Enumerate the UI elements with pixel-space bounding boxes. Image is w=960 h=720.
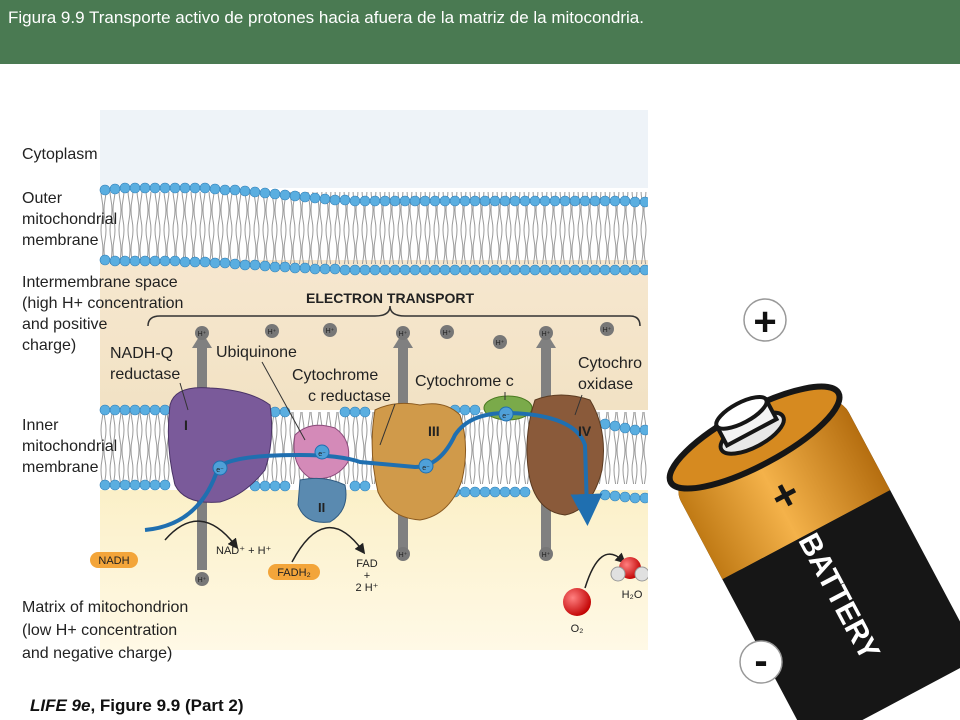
electron-transport-bracket	[147, 305, 641, 327]
proton-label: H⁺	[443, 330, 452, 337]
nadh-q-label-2: reductase	[110, 366, 180, 383]
nadh-label: NADH	[98, 555, 129, 567]
inner-membrane-label-3: membrane	[22, 459, 99, 476]
inner-membrane-label-2: mitochondrial	[22, 438, 117, 455]
protons	[195, 322, 614, 586]
complex-III-label: III	[428, 423, 440, 439]
matrix-area	[100, 490, 648, 650]
nad-label: NAD⁺ + H⁺	[216, 545, 272, 557]
proton-label: H⁺	[198, 577, 207, 584]
water-formation-arrow	[584, 552, 626, 589]
proton-label: H⁺	[603, 327, 612, 334]
positive-terminal-badge	[743, 298, 787, 342]
caption-rest: , Figure 9.9 (Part 2)	[90, 696, 244, 715]
outer-membrane	[99, 182, 651, 276]
electron-label: e⁻	[216, 467, 224, 474]
title-bar: Figura 9.9 Transporte activo de protones…	[0, 0, 960, 64]
nadh-q-leader	[179, 382, 189, 411]
complex-III	[371, 402, 467, 521]
caption-book: LIFE 9e	[30, 696, 91, 715]
o2-label: O₂	[571, 623, 584, 635]
fadh2-badge	[268, 564, 320, 580]
water-molecule	[610, 557, 650, 582]
fadh2-label: FADH₂	[277, 567, 311, 579]
figure-caption: LIFE 9e, Figure 9.9 (Part 2)	[30, 696, 244, 716]
intermembrane-label-4: charge)	[22, 337, 76, 354]
inner-membrane-label-1: Inner	[22, 417, 59, 434]
electron-label: e⁻	[318, 451, 326, 458]
negative-terminal-label: -	[754, 639, 767, 683]
electrons	[212, 406, 514, 476]
nadh-q-label-1: NADH-Q	[110, 345, 173, 362]
electron-label: e⁻	[502, 413, 510, 420]
electron-label: e⁻	[422, 465, 430, 472]
slide-title: Figura 9.9 Transporte activo de protones…	[8, 8, 644, 27]
outer-membrane-label-2: mitochondrial	[22, 211, 117, 228]
intermembrane-label-2: (high H+ concentration	[22, 295, 183, 312]
proton-label: H⁺	[268, 329, 277, 336]
figure-area: e⁻ e⁻ e⁻ e⁻ I II III IV H⁺ H⁺ H⁺ H⁺ H⁺ H…	[0, 100, 960, 720]
fad-label-3: 2 H⁺	[356, 582, 379, 594]
h2o-label: H₂O	[622, 589, 643, 601]
etc-diagram: e⁻ e⁻ e⁻ e⁻ I II III IV H⁺ H⁺ H⁺ H⁺ H⁺ H…	[22, 110, 960, 720]
battery-illustration: + BATTERY	[666, 383, 960, 720]
proton-label: H⁺	[198, 331, 207, 338]
matrix-label-2: (low H+ concentration	[22, 622, 177, 639]
complex-II-label: II	[318, 500, 325, 515]
positive-terminal-label: +	[753, 300, 776, 344]
ubiquinone-leader	[261, 361, 306, 441]
nadh-badge	[90, 552, 138, 568]
outer-membrane-label-1: Outer	[22, 190, 63, 207]
cyt-c-reductase-label-2: c reductase	[308, 388, 391, 405]
complex-I	[167, 387, 273, 503]
proton-label: H⁺	[496, 340, 505, 347]
complex-II	[297, 477, 347, 523]
cytoplasm-label: Cytoplasm	[22, 146, 98, 163]
complex-I-label: I	[184, 417, 188, 433]
intermembrane-label-1: Intermembrane space	[22, 274, 178, 291]
matrix-label-3: and negative charge)	[22, 645, 172, 662]
matrix-label-1: Matrix of mitochondrion	[22, 599, 188, 616]
cyt-oxidase-leader	[574, 394, 583, 416]
cyt-oxidase-label-2: oxidase	[578, 376, 633, 393]
negative-terminal-badge	[739, 640, 783, 684]
cytochrome-c-label: Cytochrome c	[415, 373, 514, 390]
cytoplasm-area	[100, 110, 648, 188]
proton-label: H⁺	[399, 552, 408, 559]
cyt-oxidase-label-1: Cytochro	[578, 355, 642, 372]
intermembrane-label-3: and positive	[22, 316, 107, 333]
electron-transport-banner: ELECTRON TRANSPORT	[306, 290, 474, 306]
proton-label: H⁺	[542, 552, 551, 559]
cyt-c-reductase-label-1: Cytochrome	[292, 367, 378, 384]
proton-label: H⁺	[399, 331, 408, 338]
proton-label: H⁺	[542, 331, 551, 338]
proton-label: H⁺	[326, 328, 335, 335]
o2-molecule	[563, 588, 591, 616]
ubiquinone-label: Ubiquinone	[216, 344, 297, 361]
nadh-oxidation-arrow	[164, 520, 239, 550]
outer-membrane-label-3: membrane	[22, 232, 99, 249]
fad-label-2: +	[364, 570, 370, 582]
fad-label-1: FAD	[356, 558, 377, 570]
intermembrane-area	[100, 260, 648, 410]
complex-IV-label: IV	[578, 423, 592, 439]
cyt-c-reductase-leader	[379, 403, 396, 446]
fadh2-oxidation-arrow	[291, 526, 366, 563]
